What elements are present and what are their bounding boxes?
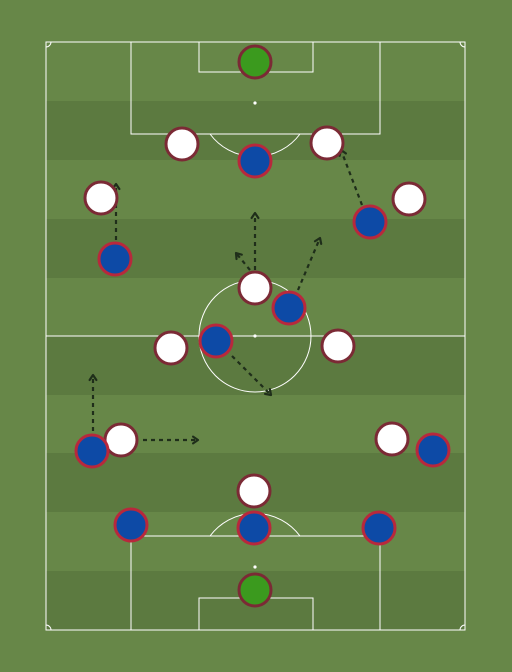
movement-arrow <box>88 373 98 431</box>
player-token-blue[interactable] <box>415 432 451 468</box>
movement-arrow <box>143 435 200 445</box>
player-token-white[interactable] <box>309 125 345 161</box>
player-token-blue[interactable] <box>74 433 110 469</box>
player-token-white[interactable] <box>103 422 139 458</box>
player-token-blue[interactable] <box>237 143 273 179</box>
arrow-head-icon <box>234 251 243 261</box>
penalty-spot-top <box>253 101 257 105</box>
penalty-spot-bottom <box>253 565 257 569</box>
movement-arrow <box>234 251 251 271</box>
corner-arc <box>45 624 52 631</box>
player-token-blue[interactable] <box>271 290 307 326</box>
player-token-blue[interactable] <box>352 204 388 240</box>
player-tokens <box>74 44 451 608</box>
corner-arc <box>459 624 466 631</box>
player-token-blue[interactable] <box>236 510 272 546</box>
movement-arrow-line <box>231 355 272 396</box>
player-token-white[interactable] <box>153 330 189 366</box>
movement-arrow-line <box>296 237 322 291</box>
arrow-head-icon <box>191 435 200 445</box>
player-token-white[interactable] <box>236 473 272 509</box>
player-token-blue[interactable] <box>198 323 234 359</box>
arrow-head-icon <box>313 236 323 245</box>
player-token-blue[interactable] <box>113 507 149 543</box>
player-token-white[interactable] <box>237 270 273 306</box>
grass-stripe <box>46 336 465 395</box>
arrow-head-icon <box>264 388 273 397</box>
movement-arrows <box>88 148 364 445</box>
arrow-head-icon <box>88 373 98 382</box>
player-token-blue[interactable] <box>361 510 397 546</box>
movement-arrow-line <box>339 149 364 206</box>
corner-arc <box>459 41 466 48</box>
player-token-blue[interactable] <box>97 241 133 277</box>
movement-arrow <box>231 355 273 397</box>
goalkeeper-token[interactable] <box>237 44 273 80</box>
player-token-white[interactable] <box>83 180 119 216</box>
corner-arc <box>45 41 52 48</box>
goalkeeper-token[interactable] <box>237 572 273 608</box>
movement-arrow <box>250 211 260 270</box>
arrow-head-icon <box>250 211 260 220</box>
player-token-white[interactable] <box>391 181 427 217</box>
movement-arrow-line <box>235 252 251 271</box>
player-token-white[interactable] <box>164 126 200 162</box>
centre-spot <box>253 334 257 338</box>
player-token-white[interactable] <box>374 421 410 457</box>
player-token-white[interactable] <box>320 328 356 364</box>
movement-arrow <box>296 236 323 291</box>
